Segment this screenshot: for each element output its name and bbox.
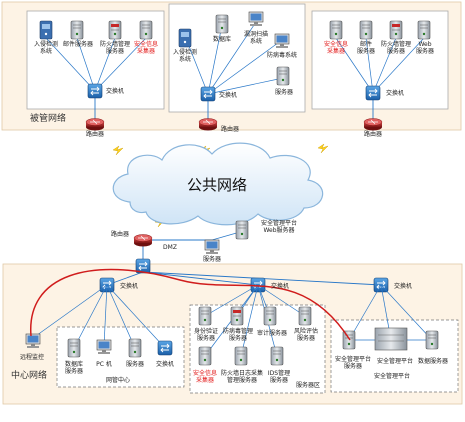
mail-server-icon xyxy=(70,20,84,40)
auth-server-icon xyxy=(198,306,212,326)
netmgmt-label: 网管中心 xyxy=(105,377,130,384)
db-server-icon xyxy=(67,338,81,358)
security-management-link xyxy=(30,268,351,341)
device-label: PC 机 xyxy=(96,361,112,368)
switch-label: 交换机 xyxy=(270,283,289,290)
switch-label: 交换机 xyxy=(218,92,237,99)
router-label: 路由器 xyxy=(110,231,129,238)
device-label: 风险评估 服务器 xyxy=(293,328,318,342)
device-label: 防病毒系统 xyxy=(266,52,297,59)
switch-label: 交换机 xyxy=(105,88,124,95)
device-label: 防火墙管理 服务器 xyxy=(380,41,411,55)
device-label: 数据服务器 xyxy=(418,358,449,365)
collector-icon xyxy=(198,346,212,366)
switch-label: 交换机 xyxy=(393,283,412,290)
pc-icon xyxy=(204,239,220,255)
managed-zone-1 xyxy=(26,10,165,124)
device-label: 服务器 xyxy=(274,89,293,96)
server-icon xyxy=(276,66,290,86)
fw-log-server-icon xyxy=(234,346,248,366)
device-label: IDS管理 服务器 xyxy=(267,370,291,384)
storage-array-icon xyxy=(374,327,408,351)
device-label: 邮件 服务器 xyxy=(356,41,375,55)
web-server-icon xyxy=(417,20,431,40)
device-label: 防火墙管理 服务器 xyxy=(99,41,130,55)
device-label: 数据库 服务器 xyxy=(64,361,83,375)
managed-zone-2 xyxy=(168,3,306,124)
device-label: 身份验证 服务器 xyxy=(193,328,218,342)
switch-label: 交换机 xyxy=(385,90,404,97)
web-server-icon xyxy=(235,220,249,240)
router-icon xyxy=(363,118,383,131)
av-mgmt-server-icon xyxy=(230,306,244,326)
device-label: 安全信息 采集器 xyxy=(323,41,348,55)
device-label: 数据库 xyxy=(212,36,231,43)
server-icon xyxy=(128,338,142,358)
router-icon xyxy=(198,118,218,131)
router-icon xyxy=(133,234,153,247)
router-label: 路由器 xyxy=(363,131,382,138)
platform-label: 安全管理平台 xyxy=(373,373,410,380)
device-label: 安全信息 采集器 xyxy=(192,370,217,384)
mail-server-icon xyxy=(359,20,373,40)
device-label: 交换机 xyxy=(155,361,174,368)
ids-mgmt-server-icon xyxy=(270,346,284,366)
managed-network-label: 被管网络 xyxy=(30,114,67,124)
switch-icon xyxy=(87,83,103,99)
device-label: Web 服务器 xyxy=(415,41,434,55)
wan-link-icon xyxy=(112,145,124,156)
collector-icon xyxy=(329,20,343,40)
device-label: 服务器 xyxy=(125,361,144,368)
collector-icon xyxy=(139,20,153,40)
center-network-label: 中心网络 xyxy=(11,371,48,381)
risk-server-icon xyxy=(298,306,312,326)
ids-icon xyxy=(178,28,192,48)
router-icon xyxy=(85,118,105,131)
database-icon xyxy=(215,14,229,34)
device-label: 漏洞扫描 系统 xyxy=(243,31,268,45)
device-label: 防火墙日志采集 管理服务器 xyxy=(220,370,263,384)
device-label: 防病毒管理 服务器 xyxy=(222,328,253,342)
switch-label: 交换机 xyxy=(119,283,138,290)
ids-icon xyxy=(39,20,53,40)
device-label: 邮件服务器 xyxy=(62,41,93,48)
remote-monitor-label: 远程监控 xyxy=(19,354,44,361)
router-label: 路由器 xyxy=(220,126,239,133)
device-label: 安全管理平台 服务器 xyxy=(334,356,371,370)
device-label: 安全管理平台 xyxy=(376,358,413,365)
firewall-server-icon xyxy=(389,20,403,40)
dmz-label: DMZ xyxy=(163,244,177,251)
internet-cloud xyxy=(112,142,324,226)
switch-icon xyxy=(200,86,216,102)
device-label: 入侵检测 系统 xyxy=(33,41,58,55)
switch-icon xyxy=(365,85,381,101)
internet-label: 公共网络 xyxy=(186,176,247,194)
device-label: 入侵检测 系统 xyxy=(172,49,197,63)
device-label: 审计服务器 xyxy=(257,330,288,337)
platform-server-icon xyxy=(342,330,356,350)
web-server-label: 安全管理平台 Web服务器 xyxy=(260,220,297,234)
managed-zone-3 xyxy=(311,10,449,124)
device-label: 安全信息 采集器 xyxy=(133,41,158,55)
audit-server-icon xyxy=(263,306,277,326)
server-label: 服务器 xyxy=(202,256,221,263)
wan-link-icon xyxy=(317,143,329,154)
data-server-icon xyxy=(425,330,439,350)
switch-icon xyxy=(157,340,173,356)
firewall-server-icon xyxy=(108,20,122,40)
server-zone-label: 服务器区 xyxy=(295,382,320,389)
router-label: 路由器 xyxy=(85,131,104,138)
